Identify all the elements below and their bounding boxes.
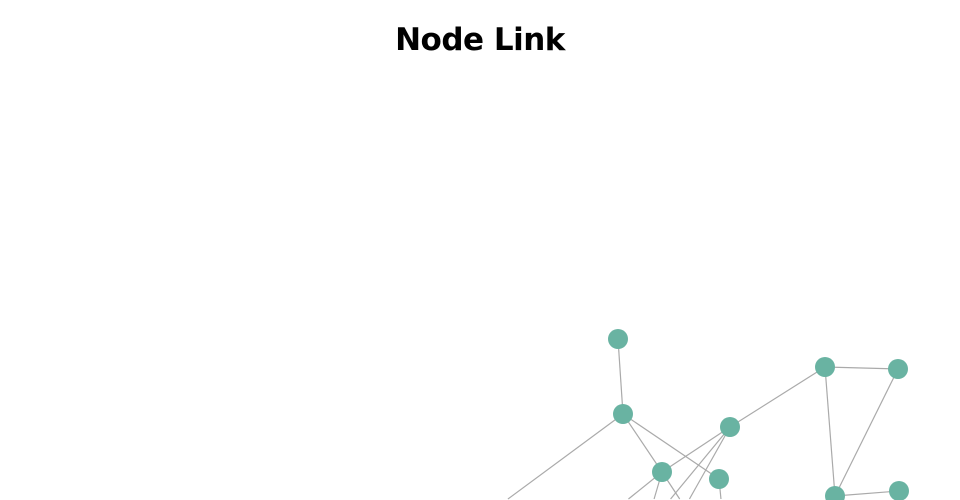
edge-n8-n9	[834, 490, 900, 497]
node-n7[interactable]	[709, 469, 729, 489]
edge-n2-n6	[622, 413, 663, 473]
node-n5[interactable]	[888, 359, 908, 379]
edge-n3-x4	[688, 426, 731, 500]
edge-n1-n2	[617, 338, 624, 415]
edge-n5-n8	[834, 368, 899, 497]
edge-n3-n4	[729, 366, 826, 428]
node-n6[interactable]	[652, 462, 672, 482]
edges-layer	[507, 338, 900, 500]
node-n2[interactable]	[613, 404, 633, 424]
node-n3[interactable]	[720, 417, 740, 437]
chart-title: Node Link	[395, 22, 565, 58]
edge-n3-x3	[670, 426, 731, 500]
edge-n4-n5	[824, 366, 899, 370]
node-n4[interactable]	[815, 357, 835, 377]
nodes-layer	[608, 329, 909, 500]
edge-n3-n6	[661, 426, 731, 473]
node-n9[interactable]	[889, 481, 909, 500]
node-n8[interactable]	[825, 486, 845, 500]
node-n1[interactable]	[608, 329, 628, 349]
edge-n4-n8	[824, 366, 836, 497]
edge-n2-n7	[622, 413, 720, 480]
edge-n2-x1	[507, 413, 624, 500]
